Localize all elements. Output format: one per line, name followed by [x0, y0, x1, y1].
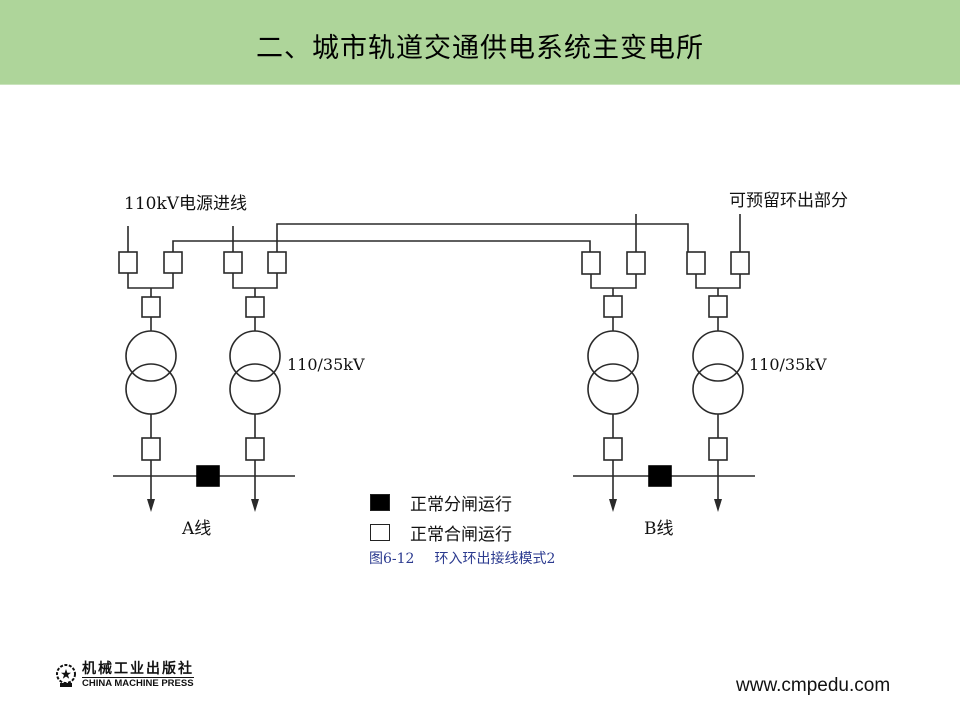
slide-title: 二、城市轨道交通供电系统主变电所 [256, 33, 704, 64]
incoming-label: 110kV电源进线 [124, 194, 248, 214]
transformer-rating-right: 110/35kV [749, 355, 827, 374]
breaker-closed [267, 251, 287, 274]
breaker-closed [708, 437, 728, 461]
transformer-secondary-winding [229, 363, 281, 415]
bus-tie-breaker-open [196, 465, 220, 487]
breaker-closed [245, 437, 265, 461]
bus-tie-breaker-open [648, 465, 672, 487]
banner-divider [0, 84, 960, 85]
transformer-rating-left: 110/35kV [287, 355, 365, 374]
ring-tie-line-upper [276, 223, 689, 252]
legend-item-closed: 正常合闸运行 [370, 520, 512, 545]
breaker-closed [141, 296, 161, 318]
legend-label: 正常分闸运行 [410, 495, 512, 515]
outgoing-arrow-icon [609, 499, 617, 512]
breaker-closed [603, 295, 623, 318]
branch-merge-line [127, 273, 174, 289]
publisher-name-en: CHINA MACHINE PRESS [82, 677, 194, 689]
substation-right [573, 214, 755, 512]
transformer-primary-winding [125, 330, 177, 382]
publisher-name-cn: 机械工业出版社 [82, 661, 194, 677]
figure-caption: 图6-12 环入环出接线模式2 [369, 548, 555, 568]
substation-left [113, 223, 689, 512]
transformer-secondary-winding [125, 363, 177, 415]
ring-tie-line-lower [172, 240, 591, 252]
breaker-closed [245, 296, 265, 318]
breaker-closed [163, 251, 183, 274]
transformer-primary-winding [692, 330, 744, 382]
branch-merge-line [232, 273, 278, 289]
transformer-primary-winding [587, 330, 639, 382]
line-b-label: B线 [644, 519, 674, 539]
legend-label: 正常合闸运行 [410, 525, 512, 545]
empty-square-icon [370, 524, 390, 541]
website-url: www.cmpedu.com [736, 675, 891, 696]
reserved-label: 可预留环出部分 [729, 191, 848, 211]
transformer-secondary-winding [692, 363, 744, 415]
outgoing-arrow-icon [714, 499, 722, 512]
breaker-closed [730, 251, 750, 275]
transformer-secondary-winding [587, 363, 639, 415]
title-banner: 二、城市轨道交通供电系统主变电所 [0, 0, 960, 84]
filled-square-icon [370, 494, 390, 511]
breaker-closed [603, 437, 623, 461]
legend-item-open: 正常分闸运行 [370, 490, 512, 515]
figure-title: 环入环出接线模式2 [434, 551, 556, 567]
gear-star-icon [56, 663, 76, 687]
breaker-closed [626, 251, 646, 275]
breaker-closed [686, 251, 706, 275]
breaker-closed [223, 251, 243, 274]
breaker-closed [581, 251, 601, 275]
publisher-logo: 机械工业出版社 CHINA MACHINE PRESS [54, 662, 194, 689]
breaker-closed [141, 437, 161, 461]
figure-number: 图6-12 [369, 551, 415, 567]
breaker-closed [708, 295, 728, 318]
line-a-label: A线 [182, 519, 212, 539]
outgoing-arrow-icon [251, 499, 259, 512]
breaker-closed [118, 251, 138, 274]
outgoing-arrow-icon [147, 499, 155, 512]
transformer-primary-winding [229, 330, 281, 382]
branch-merge-line [695, 274, 741, 289]
branch-merge-line [590, 274, 637, 289]
